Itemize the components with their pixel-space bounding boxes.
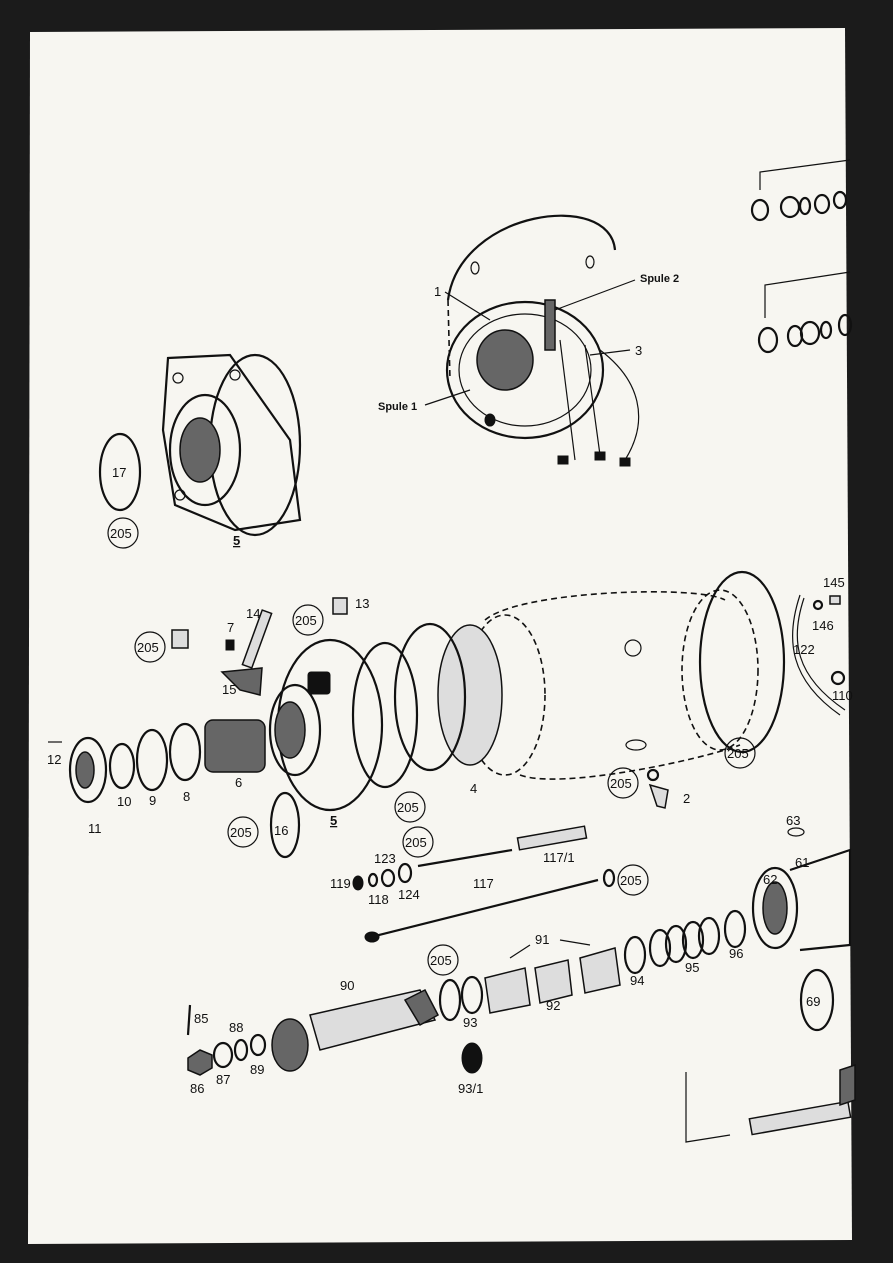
- drive-housing-61: [751, 827, 852, 1032]
- label-8: 8: [183, 789, 190, 804]
- ring-17: [98, 432, 142, 512]
- label-117: 117: [473, 876, 494, 891]
- wire-assembly-122: [791, 594, 846, 716]
- label-13: 13: [355, 596, 369, 611]
- label-205-d: 205: [295, 613, 317, 628]
- label-9: 9: [149, 793, 156, 808]
- gasket-4: [437, 624, 503, 766]
- label-146: 146: [812, 618, 834, 633]
- label-16: 16: [274, 823, 288, 838]
- pinion-shaft-90: [186, 988, 440, 1076]
- large-ring-right: [698, 570, 786, 754]
- shaft-parts-91-96: [438, 909, 747, 1074]
- label-96: 96: [729, 946, 743, 961]
- label-15: 15: [222, 682, 236, 697]
- label-122: 122: [793, 642, 815, 657]
- label-1: 1: [434, 284, 441, 299]
- ring-a: [351, 641, 419, 789]
- label-86: 86: [190, 1081, 204, 1096]
- label-7: 7: [227, 620, 234, 635]
- label-63: 63: [786, 813, 800, 828]
- label-14: 14: [246, 606, 260, 621]
- end-cover-lower: [268, 638, 384, 812]
- label-205-i: 205: [620, 873, 642, 888]
- label-5-upper: 5: [233, 533, 240, 548]
- label-205-g: 205: [610, 776, 632, 791]
- label-124: 124: [398, 887, 420, 902]
- label-117-1: 117/1: [543, 850, 575, 865]
- ring-16: [269, 791, 301, 859]
- label-93-1: 93/1: [458, 1081, 483, 1096]
- label-85: 85: [194, 1011, 208, 1026]
- label-205-h: 205: [405, 835, 427, 850]
- label-205-j: 205: [430, 953, 452, 968]
- small-parts-13-15: [171, 597, 348, 696]
- circle-205-c: [394, 791, 426, 823]
- label-205-c: 205: [397, 800, 419, 815]
- label-4: 4: [470, 781, 477, 796]
- label-88: 88: [229, 1020, 243, 1035]
- label-91: 91: [535, 932, 549, 947]
- circle-205-e: [134, 631, 166, 663]
- circle-205-h: [402, 826, 434, 858]
- field-coil-housing: [424, 214, 640, 467]
- ring-b: [393, 622, 467, 772]
- bearing-stack-left: [48, 719, 266, 804]
- end-cover-upper: [161, 353, 302, 537]
- label-205-f: 205: [230, 825, 252, 840]
- label-89: 89: [250, 1062, 264, 1077]
- circle-205-b: [724, 737, 756, 769]
- label-spule-2: Spule 2: [640, 273, 679, 285]
- label-3: 3: [635, 343, 642, 358]
- label-10: 10: [117, 794, 131, 809]
- label-12: 12: [47, 752, 61, 767]
- label-118: 118: [368, 892, 389, 907]
- label-87: 87: [216, 1072, 230, 1087]
- circle-205-f: [227, 816, 259, 848]
- label-110: 110: [832, 688, 853, 703]
- paper-sheet: [28, 28, 852, 1244]
- label-11: 11: [88, 821, 102, 836]
- label-92: 92: [546, 998, 560, 1013]
- label-93: 93: [463, 1015, 477, 1030]
- screw-2: [646, 768, 669, 809]
- upper-right-parts-group: [750, 159, 853, 354]
- label-205-e: 205: [137, 640, 159, 655]
- label-61: 61: [795, 855, 809, 870]
- rods-117: [352, 825, 616, 943]
- armature-shaft-lower: [685, 1063, 856, 1143]
- label-spule-1: Spule 1: [378, 401, 417, 413]
- label-119: 119: [330, 876, 351, 891]
- label-6: 6: [235, 775, 242, 790]
- circle-205-i: [617, 864, 649, 896]
- label-2: 2: [683, 791, 690, 806]
- label-62: 62: [763, 872, 777, 887]
- label-69: 69: [806, 994, 820, 1009]
- circle-205-a: [107, 517, 139, 549]
- circle-205-d: [292, 604, 324, 636]
- label-123: 123: [374, 851, 396, 866]
- label-145: 145: [823, 575, 845, 590]
- label-205-a: 205: [110, 526, 132, 541]
- label-95: 95: [685, 960, 699, 975]
- label-90: 90: [340, 978, 354, 993]
- label-5-lower: 5: [330, 813, 337, 828]
- label-17: 17: [112, 465, 126, 480]
- circle-205-j: [427, 944, 459, 976]
- label-94: 94: [630, 973, 644, 988]
- circle-205-g: [607, 767, 639, 799]
- label-205-b: 205: [727, 746, 749, 761]
